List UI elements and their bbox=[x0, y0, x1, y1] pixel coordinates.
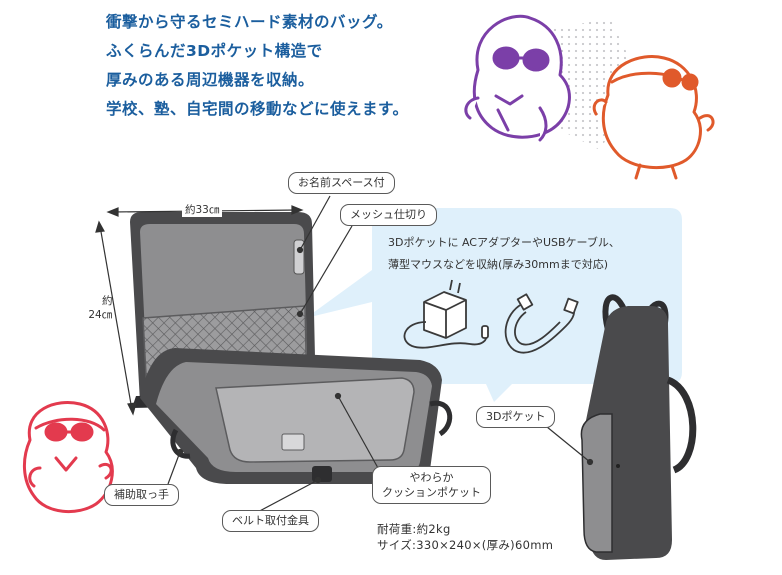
spec-size: サイズ:330×240×(厚み)60mm bbox=[377, 538, 554, 552]
callout-belt-fitting: ベルト取付金具 bbox=[222, 510, 319, 532]
callout-soft-pocket-line: クッションポケット bbox=[382, 486, 481, 499]
open-bag-illustration bbox=[130, 212, 453, 484]
closed-bag-illustration bbox=[580, 294, 697, 560]
callout-3d-pocket: 3Dポケット bbox=[476, 406, 556, 428]
character-purple-icon bbox=[464, 14, 571, 142]
spec-load: 耐荷重:約2kg bbox=[377, 522, 451, 536]
dimension-arrows bbox=[95, 205, 304, 416]
callout-soft-pocket-line: やわらか bbox=[409, 471, 454, 484]
callout-leaders bbox=[167, 195, 594, 515]
character-red-icon bbox=[23, 401, 114, 514]
height-dimension-line: 24㎝ bbox=[88, 309, 113, 321]
width-dimension-label: 約33㎝ bbox=[182, 202, 223, 217]
spec-block: 耐荷重:約2kg サイズ:330×240×(厚み)60mm bbox=[377, 521, 553, 553]
callout-mesh-divider: メッシュ仕切り bbox=[340, 204, 437, 226]
character-orange-icon bbox=[592, 55, 715, 180]
headline-line: 衝撃から守るセミハード素材のバッグ。 bbox=[106, 13, 393, 31]
height-dimension-label: 約 24㎝ bbox=[88, 294, 113, 322]
headline-line: 学校、塾、自宅間の移動などに使えます。 bbox=[106, 100, 409, 118]
pocket-note-line: 薄型マウスなどを収納(厚み30mmまで対応) bbox=[388, 258, 609, 271]
callout-name-space: お名前スペース付 bbox=[288, 172, 395, 194]
height-dimension-line: 約 bbox=[102, 295, 113, 307]
pocket-info-bubble bbox=[306, 208, 682, 402]
callout-soft-pocket: やわらか クッションポケット bbox=[372, 466, 491, 504]
headline-line: 厚みのある周辺機器を収納。 bbox=[106, 71, 315, 89]
callout-aux-handle: 補助取っ手 bbox=[104, 484, 179, 506]
usb-cable-icon bbox=[504, 293, 579, 354]
headline: 衝撃から守るセミハード素材のバッグ。 ふくらんだ3Dポケット構造で 厚みのある周… bbox=[106, 8, 466, 124]
headline-line: ふくらんだ3Dポケット構造で bbox=[106, 42, 323, 60]
pocket-note-line: 3Dポケットに ACアダプターやUSBケーブル、 bbox=[388, 236, 620, 249]
ac-adapter-icon bbox=[403, 279, 489, 349]
pocket-note: 3Dポケットに ACアダプターやUSBケーブル、 薄型マウスなどを収納(厚み30… bbox=[388, 232, 688, 276]
